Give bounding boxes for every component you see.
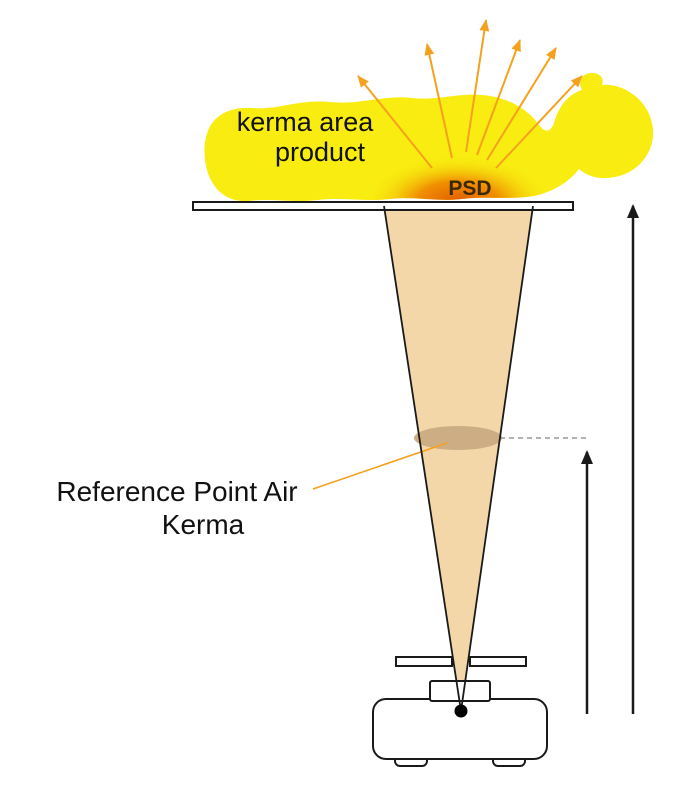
collimator-housing	[429, 680, 491, 702]
reference-leader-line	[312, 442, 448, 490]
collimator-blade-left	[395, 656, 453, 667]
scatter-arrow-icon	[486, 47, 557, 161]
scatter-arrow-icon	[476, 39, 521, 156]
reference-point-ellipse	[414, 426, 502, 450]
scatter-arrow-icon	[465, 19, 490, 153]
kerma-area-product-label-line2: product	[275, 137, 366, 167]
beam-edge-right	[460, 205, 534, 712]
reference-point-air-kerma-label-line1: Reference Point Air	[56, 476, 297, 507]
patient-body	[204, 72, 654, 202]
psd-hotspot-group	[374, 156, 542, 202]
reference-point-air-kerma-label-line2: Kerma	[162, 509, 245, 540]
psd-hotspot	[374, 156, 542, 202]
collimator-blade-right	[469, 656, 527, 667]
scatter-arrow-icon	[495, 75, 583, 169]
beam-edge-left	[383, 205, 462, 712]
psd-label: PSD	[448, 177, 491, 200]
scatter-arrow-icon	[357, 75, 433, 169]
scatter-arrow-icon	[424, 43, 453, 159]
scatter-arrows	[357, 19, 583, 169]
focal-spot-dot	[454, 704, 468, 718]
xray-tube	[372, 656, 548, 767]
kerma-area-product-label-line1: kerma area	[237, 107, 375, 137]
patient-table	[192, 201, 574, 211]
xray-beam-cone	[384, 203, 533, 711]
